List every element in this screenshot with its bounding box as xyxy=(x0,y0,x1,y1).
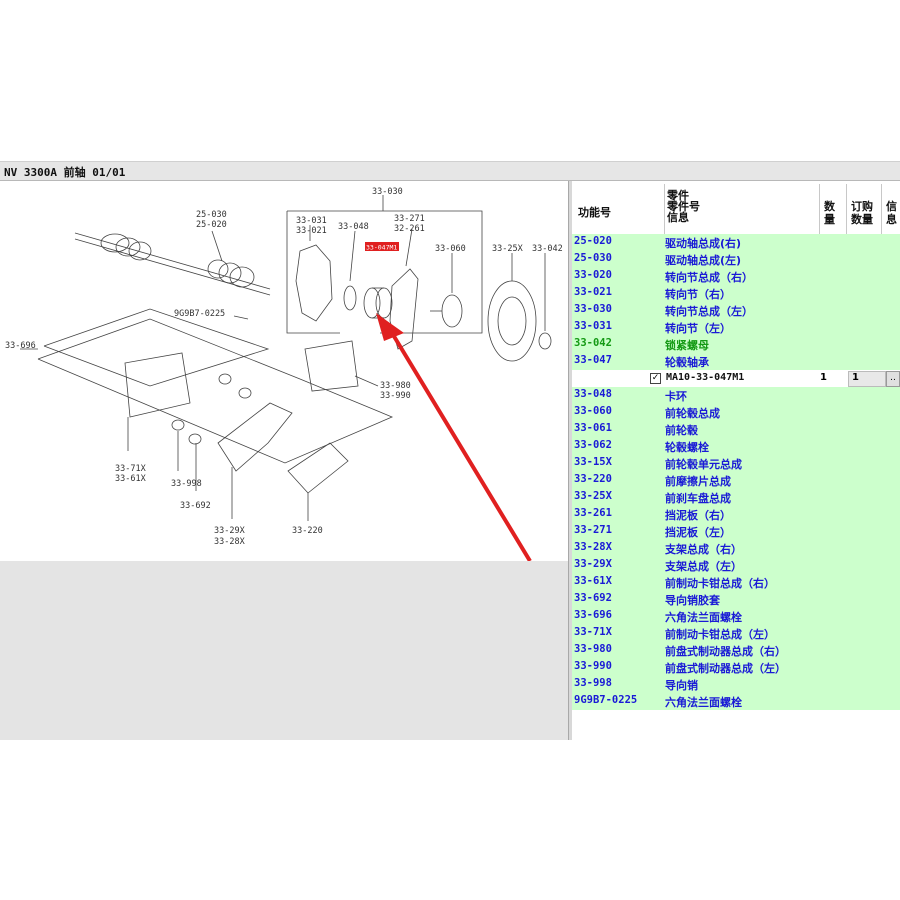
callout-33-61x[interactable]: 33-61X xyxy=(115,474,147,484)
header-qty[interactable]: 数 量 xyxy=(820,184,847,235)
parts-grid-header: 功能号 零件 零件号 信息 数 量 订购 数量 信 息 xyxy=(572,184,900,236)
order-qty-value: 1 xyxy=(852,372,859,383)
row-checkbox[interactable]: ✓ xyxy=(650,373,661,384)
part-number: MA10-33-047M1 xyxy=(666,372,745,383)
callout-33-990[interactable]: 33-990 xyxy=(380,391,411,401)
callout-33-71x[interactable]: 33-71X xyxy=(115,464,147,474)
exploded-diagram-pane[interactable]: 33-030 25-030 25-020 33-031 33-021 33-04… xyxy=(0,181,568,563)
exploded-diagram: 33-030 25-030 25-020 33-031 33-021 33-04… xyxy=(5,187,563,563)
callout-33-060[interactable]: 33-060 xyxy=(435,244,466,254)
callout-33-692[interactable]: 33-692 xyxy=(180,501,211,511)
callout-33-980[interactable]: 33-980 xyxy=(380,381,411,391)
diagram-empty-area xyxy=(0,561,568,740)
callout-33-29x[interactable]: 33-29X xyxy=(214,526,246,536)
callout-33-021[interactable]: 33-021 xyxy=(296,226,327,236)
callout-33-28x[interactable]: 33-28X xyxy=(214,537,246,547)
callout-33-048[interactable]: 33-048 xyxy=(338,222,369,232)
header-func-no[interactable]: 功能号 xyxy=(572,184,665,235)
callout-33-047-highlight xyxy=(365,242,399,251)
callout-33-042[interactable]: 33-042 xyxy=(532,244,563,254)
callout-33-220[interactable]: 33-220 xyxy=(292,526,323,536)
callout-33-031[interactable]: 33-031 xyxy=(296,216,327,226)
order-qty-field[interactable] xyxy=(848,371,886,387)
red-pointer-arrow xyxy=(376,313,532,563)
quantity-value: 1 xyxy=(820,372,827,383)
header-info[interactable]: 信 息 xyxy=(886,200,897,226)
callout-25-020[interactable]: 25-020 xyxy=(196,220,227,230)
header-order-qty[interactable]: 订购 数量 xyxy=(847,184,882,235)
callout-9g9b7-0225[interactable]: 9G9B7-0225 xyxy=(174,309,225,319)
window-title: NV 3300A 前轴 01/01 xyxy=(4,166,126,179)
header-part-info[interactable]: 零件 零件号 信息 xyxy=(665,184,820,235)
callout-33-047[interactable]: 33-047M1 xyxy=(366,244,397,252)
callout-33-030[interactable]: 33-030 xyxy=(372,187,403,197)
callout-32-261[interactable]: 32-261 xyxy=(394,224,425,234)
callout-33-271[interactable]: 33-271 xyxy=(394,214,425,224)
selected-part-row[interactable]: ✓ MA10-33-047M1 1 1 .. xyxy=(572,370,900,387)
pane-splitter[interactable] xyxy=(568,181,572,740)
callout-33-998[interactable]: 33-998 xyxy=(171,479,202,489)
callout-33-25x[interactable]: 33-25X xyxy=(492,244,524,254)
callout-25-030[interactable]: 25-030 xyxy=(196,210,227,220)
more-info-button[interactable]: .. xyxy=(886,371,900,387)
window-title-bar: NV 3300A 前轴 01/01 xyxy=(0,161,900,181)
callout-33-696[interactable]: 33-696 xyxy=(5,341,36,351)
